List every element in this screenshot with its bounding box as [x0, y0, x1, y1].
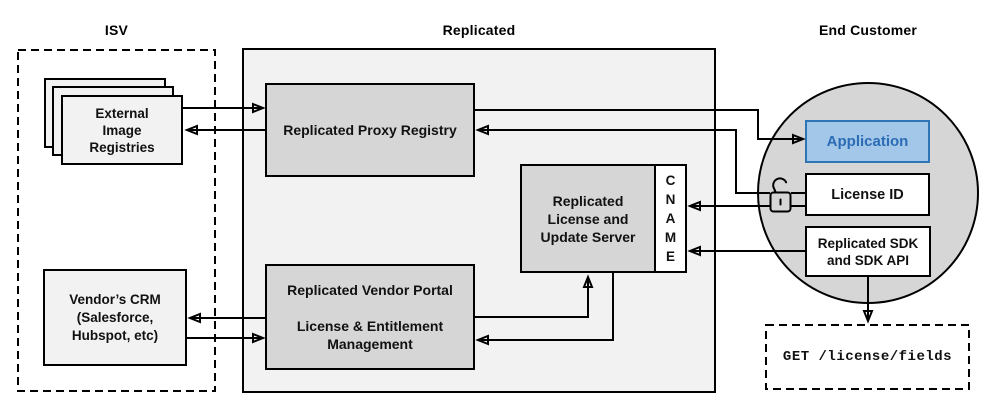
get-license-fields-node: GET /license/fields — [782, 349, 953, 365]
license-id-node: License ID — [805, 173, 930, 216]
vendors-crm-node: Vendor’s CRM (Salesforce, Hubspot, etc) — [43, 269, 187, 366]
cname-node: CNAME — [654, 164, 687, 273]
replicated-license-update-server-node: Replicated License and Update Server — [520, 164, 656, 273]
isv-section-title: ISV — [104, 22, 129, 38]
external-image-registries-node: External Image Registries — [61, 95, 183, 165]
application-node: Application — [805, 120, 930, 163]
replicated-proxy-registry-node: Replicated Proxy Registry — [265, 83, 475, 177]
replicated-sdk-node: Replicated SDK and SDK API — [805, 226, 931, 277]
replicated-section-title: Replicated — [442, 22, 516, 38]
end-customer-section-title: End Customer — [818, 22, 918, 38]
replicated-vendor-portal-node: Replicated Vendor Portal License & Entit… — [265, 264, 475, 370]
